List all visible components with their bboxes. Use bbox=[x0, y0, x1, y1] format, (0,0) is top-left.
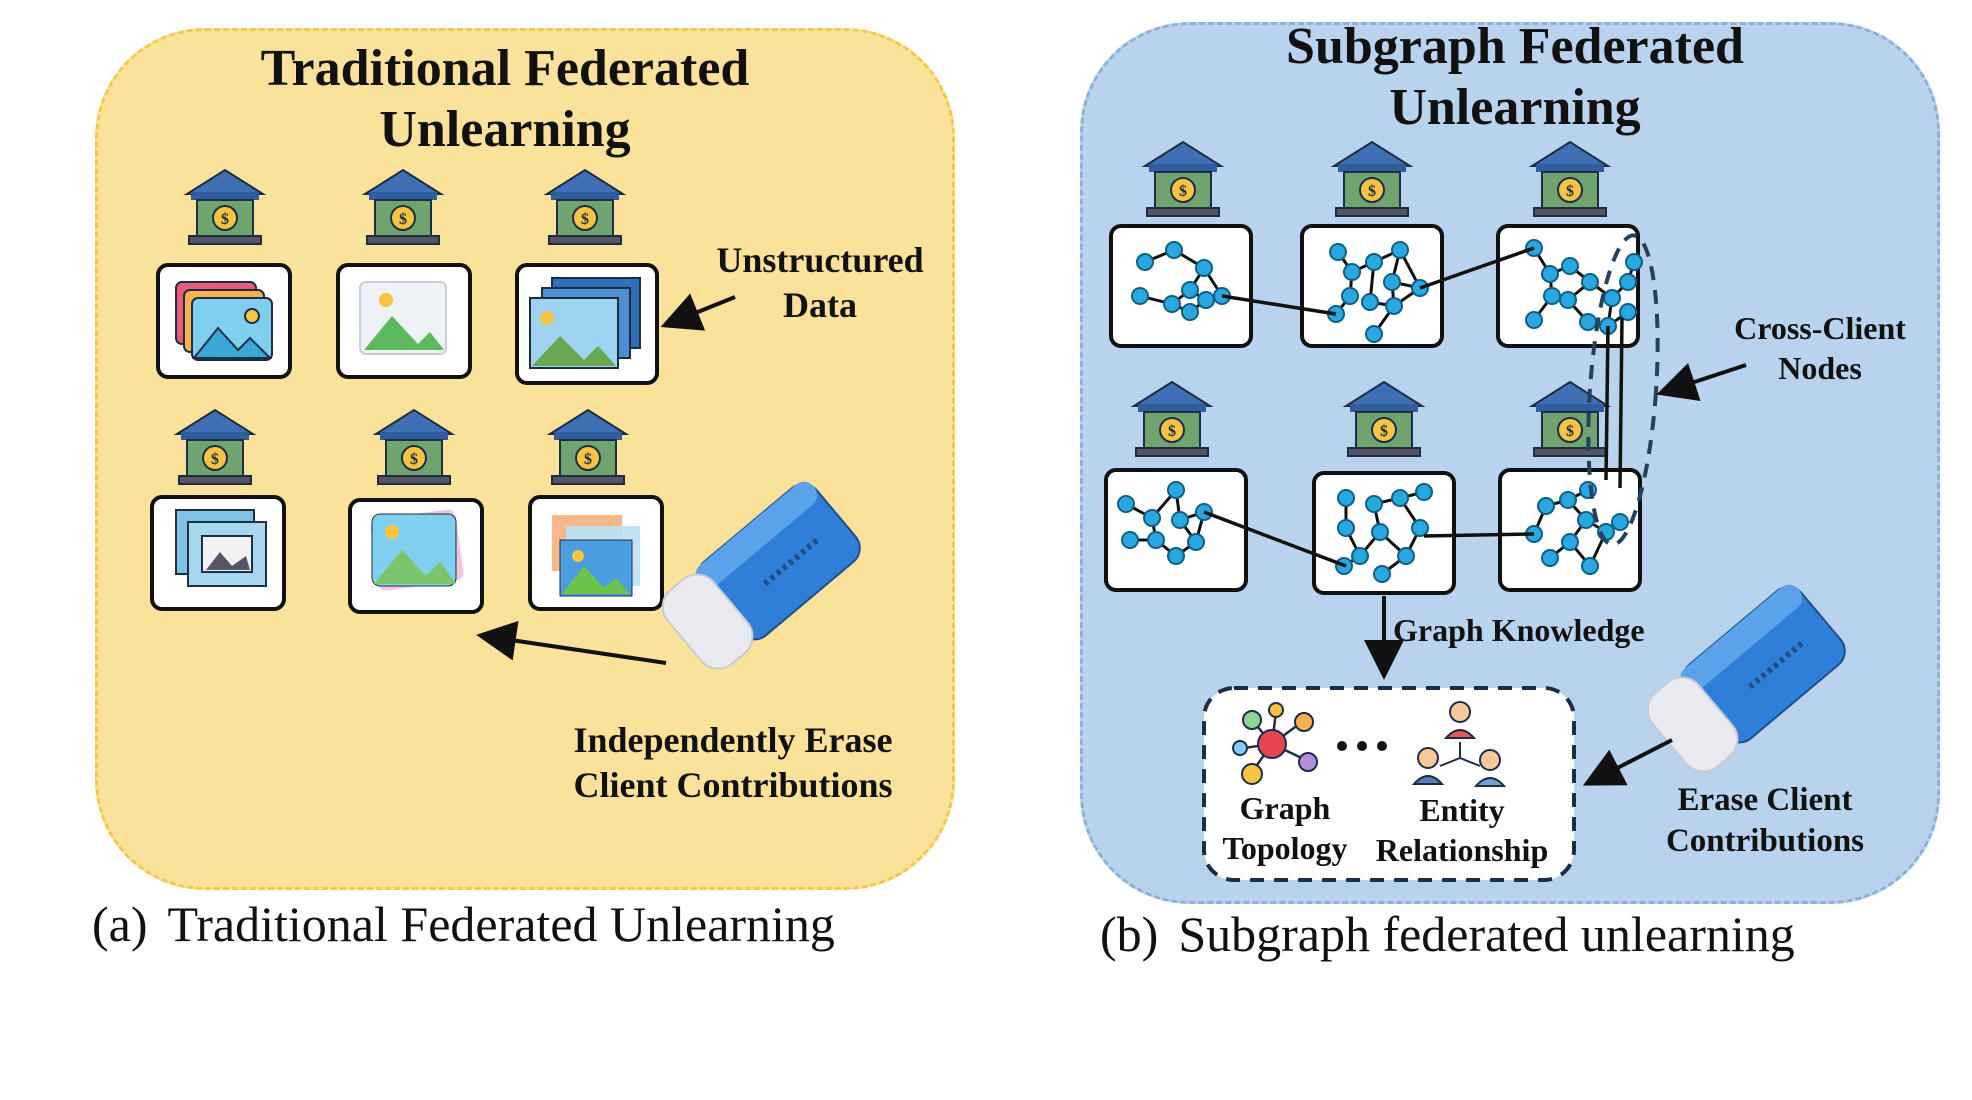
caption-a-text: Traditional Federated Unlearning bbox=[167, 896, 835, 952]
arrow-to-client bbox=[660, 293, 736, 331]
graph-box bbox=[1109, 224, 1253, 348]
bank-icon bbox=[1531, 141, 1609, 217]
cross-client-nodes-label: Cross-Client Nodes bbox=[1705, 308, 1935, 388]
client-row-1 bbox=[156, 169, 659, 385]
caption-b: (b) Subgraph federated unlearning bbox=[1100, 905, 1815, 963]
cross-client-line2: Nodes bbox=[1778, 350, 1862, 386]
topology-line2: Topology bbox=[1222, 830, 1348, 866]
graph-box bbox=[1496, 224, 1640, 348]
caption-b-tag: (b) bbox=[1100, 906, 1159, 962]
bank-icon bbox=[186, 169, 264, 245]
erase-client-line1: Erase Client bbox=[1677, 782, 1853, 818]
caption-a: (a) Traditional Federated Unlearning bbox=[92, 895, 855, 953]
arrow-cross-client bbox=[1656, 362, 1747, 401]
unstructured-line2: Data bbox=[783, 285, 857, 325]
bank-icon bbox=[1144, 141, 1222, 217]
arrow-erase-b bbox=[1582, 738, 1673, 786]
bank-icon bbox=[1531, 381, 1609, 457]
people-relationship-icon bbox=[1411, 701, 1507, 787]
arrow-erase-a bbox=[476, 620, 667, 665]
unstructured-data-label: Unstructured Data bbox=[700, 238, 940, 328]
panel-b-title-line1: Subgraph Federated bbox=[1286, 18, 1744, 75]
cross-client-edges bbox=[1203, 246, 1624, 568]
independently-erase-line2: Client Contributions bbox=[573, 765, 893, 805]
graph-knowledge-label: Graph Knowledge bbox=[1393, 612, 1645, 648]
bank-icon bbox=[1345, 381, 1423, 457]
panel-b-title: Subgraph Federated Unlearning bbox=[1230, 16, 1800, 139]
erase-client-line2: Contributions bbox=[1665, 823, 1865, 860]
panel-a-title-line2: Unlearning bbox=[379, 101, 631, 159]
image-stack-icon bbox=[175, 281, 273, 361]
bank-icon bbox=[1333, 141, 1411, 217]
topology-line1: Graph bbox=[1239, 790, 1331, 826]
bank-icon bbox=[364, 169, 442, 245]
bank-icon bbox=[546, 169, 624, 245]
independently-erase-label: Independently Erase Client Contributions bbox=[548, 718, 918, 808]
entity-line2: Relationship bbox=[1375, 832, 1549, 868]
eraser-icon bbox=[654, 477, 867, 678]
panel-a-title-line1: Traditional Federated bbox=[260, 40, 750, 97]
caption-b-text: Subgraph federated unlearning bbox=[1178, 906, 1795, 962]
graph-topology-label: Graph Topology bbox=[1210, 788, 1360, 868]
unstructured-line1: Unstructured bbox=[716, 240, 924, 280]
erase-client-contributions-label: Erase Client Contributions bbox=[1640, 780, 1890, 863]
eraser-icon bbox=[1639, 580, 1852, 781]
bank-icon bbox=[549, 409, 627, 485]
cross-client-ellipse bbox=[1586, 233, 1660, 547]
client-row-2 bbox=[150, 409, 664, 614]
cross-client-line1: Cross-Client bbox=[1734, 310, 1906, 346]
independently-erase-line1: Independently Erase bbox=[573, 720, 893, 760]
topology-icon bbox=[1232, 702, 1318, 785]
bank-icon bbox=[1133, 381, 1211, 457]
bank-icon bbox=[176, 409, 254, 485]
bank-icon bbox=[375, 409, 453, 485]
caption-a-tag: (a) bbox=[92, 896, 148, 952]
knowledge-box bbox=[1202, 686, 1576, 882]
ellipsis-dots bbox=[1337, 741, 1387, 751]
panel-b-title-line2: Unlearning bbox=[1389, 79, 1641, 137]
entity-line1: Entity bbox=[1419, 792, 1505, 828]
panel-a-title: Traditional Federated Unlearning bbox=[220, 38, 790, 161]
entity-relationship-label: Entity Relationship bbox=[1364, 790, 1560, 870]
